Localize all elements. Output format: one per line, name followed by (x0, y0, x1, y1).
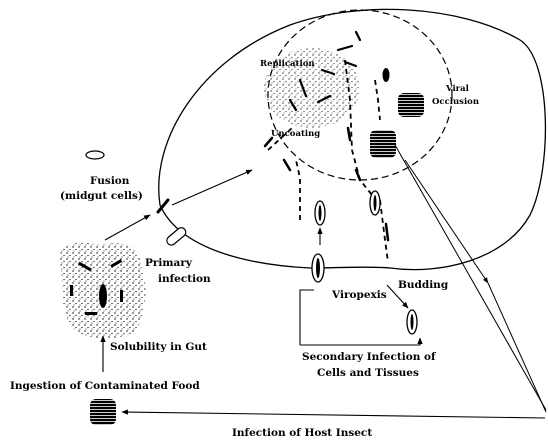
occlusion-body-inner-1 (398, 93, 424, 117)
label-viral: Viral (445, 84, 470, 94)
occlusion-body-inner-2 (370, 130, 396, 158)
enveloped-virion-1-core (319, 205, 322, 221)
label-uncoating: Uncoating (271, 129, 320, 139)
primary-infection-virion (165, 226, 188, 247)
budding-virion-core (411, 314, 414, 330)
free-virion (86, 151, 104, 159)
pathway-rods (265, 128, 388, 240)
label-occlusion: Occlusion (432, 97, 479, 107)
label-budding: Budding (398, 279, 449, 291)
label-ingestion: Ingestion of Contaminated Food (10, 380, 200, 392)
label-midgut-cells: (midgut cells) (60, 190, 143, 202)
enveloped-virion-2-core (374, 195, 377, 211)
label-infection-host: Infection of Host Insect (232, 427, 372, 439)
label-fusion: Fusion (90, 175, 130, 187)
label-secondary: Secondary Infection of (302, 351, 437, 363)
virion-nucleus (383, 68, 390, 82)
label-primary: Primary (145, 257, 193, 269)
occlusion-body-food (90, 399, 116, 425)
label-solubility: Solubility in Gut (110, 341, 207, 353)
label-viropexis: Viropexis (331, 289, 387, 301)
label-replication: Replication (260, 59, 315, 69)
viropexis-virion-core (316, 258, 320, 278)
cell-membrane (159, 9, 546, 269)
label-cells-tissues: Cells and Tissues (317, 367, 419, 379)
label-infection: infection (158, 273, 211, 285)
